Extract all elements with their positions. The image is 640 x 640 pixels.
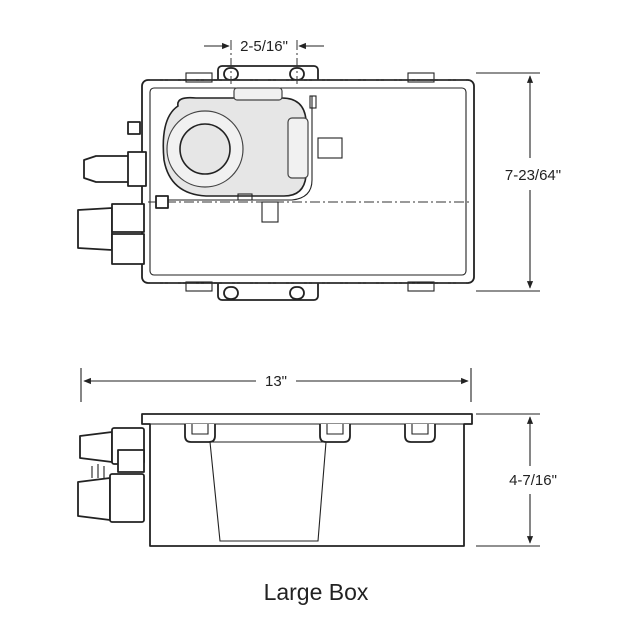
caption: Large Box <box>264 579 369 605</box>
dimension-mount-spacing-label: 2-5/16" <box>240 38 288 55</box>
dimension-length: 13" <box>80 368 472 402</box>
dimension-length-label: 13" <box>265 373 287 390</box>
dimension-height: 4-7/16" <box>476 413 557 547</box>
dimension-height-label: 4-7/16" <box>509 472 557 489</box>
side-view: 13" <box>77 368 557 547</box>
box-outline-side <box>141 413 473 547</box>
top-view: 2-5/16" 7-23/64" <box>77 38 561 301</box>
side-ports-top <box>77 121 169 265</box>
pump-top-view <box>160 87 343 223</box>
box-inner-wall-top <box>149 87 467 276</box>
rim-notches <box>184 424 436 443</box>
dimension-mount-spacing: 2-5/16" <box>204 38 324 55</box>
side-ports-side <box>77 427 145 523</box>
bottom-mounting-tab <box>217 279 319 301</box>
dimension-width-label: 7-23/64" <box>505 167 561 184</box>
dimension-width: 7-23/64" <box>476 72 561 292</box>
